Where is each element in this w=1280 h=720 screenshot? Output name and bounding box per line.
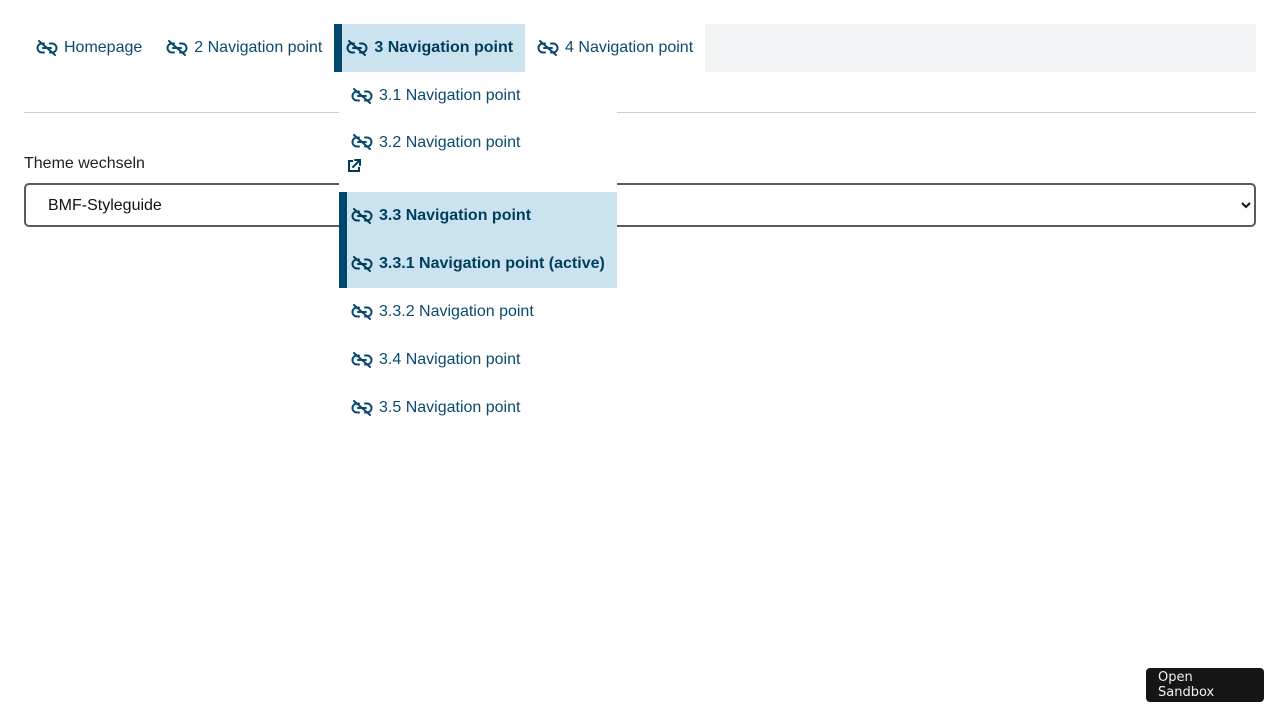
nav-filler [705, 24, 1256, 72]
submenu-item-3-3[interactable]: 3.3 Navigation point [339, 192, 617, 240]
nav-item-4[interactable]: 4 Navigation point [525, 24, 705, 72]
nav-item-label: 3 Navigation point [374, 39, 514, 56]
link-slash-icon [351, 256, 373, 272]
link-slash-icon [351, 352, 373, 368]
submenu-item-3-3-1[interactable]: 3.3.1 Navigation point (active) [339, 240, 617, 288]
submenu-item-label: 3.4 Navigation point [379, 351, 521, 368]
submenu-item-label: 3.5 Navigation point [379, 399, 521, 416]
submenu-item-label: 3.3.1 Navigation point (active) [379, 255, 605, 272]
submenu-item-3-5[interactable]: 3.5 Navigation point [339, 384, 617, 432]
submenu-item-3-2[interactable]: 3.2 Navigation point [339, 120, 617, 192]
link-slash-icon [351, 134, 373, 150]
submenu-item-label: 3.3.2 Navigation point [379, 303, 534, 320]
external-link-icon [346, 158, 362, 174]
link-slash-icon [346, 40, 368, 56]
link-slash-icon [351, 208, 373, 224]
link-slash-icon [351, 400, 373, 416]
nav-item-2[interactable]: 2 Navigation point [154, 24, 334, 72]
nav-item-homepage[interactable]: Homepage [24, 24, 154, 72]
submenu-item-label: 3.1 Navigation point [379, 87, 521, 104]
submenu-nav-3: 3.1 Navigation point 3.2 Navigation poin… [339, 72, 617, 288]
submenu-item-3-4[interactable]: 3.4 Navigation point [339, 336, 617, 384]
theme-select[interactable]: BMF-Styleguide [24, 183, 1256, 227]
theme-label: Theme wechseln [24, 155, 145, 172]
submenu-item-3-3-2[interactable]: 3.3.2 Navigation point [339, 288, 617, 336]
divider [24, 112, 1256, 113]
main-navigation: Homepage 2 Navigation point 3 Navigation… [24, 24, 1256, 72]
link-slash-icon [166, 40, 188, 56]
nav-item-label: 2 Navigation point [194, 39, 323, 56]
link-slash-icon [537, 40, 559, 56]
submenu-item-3-1[interactable]: 3.1 Navigation point [339, 72, 617, 120]
link-slash-icon [351, 88, 373, 104]
submenu-item-label: 3.3 Navigation point [379, 207, 532, 224]
nav-item-label: Homepage [64, 39, 143, 56]
link-slash-icon [36, 40, 58, 56]
link-slash-icon [351, 304, 373, 320]
open-sandbox-button[interactable]: Open Sandbox [1146, 668, 1264, 702]
submenu-nav-3-rest: 3.3.2 Navigation point 3.4 Navigation po… [339, 288, 617, 432]
nav-item-label: 4 Navigation point [565, 39, 694, 56]
submenu-item-label: 3.2 Navigation point [379, 134, 521, 151]
nav-item-3[interactable]: 3 Navigation point [334, 24, 526, 72]
